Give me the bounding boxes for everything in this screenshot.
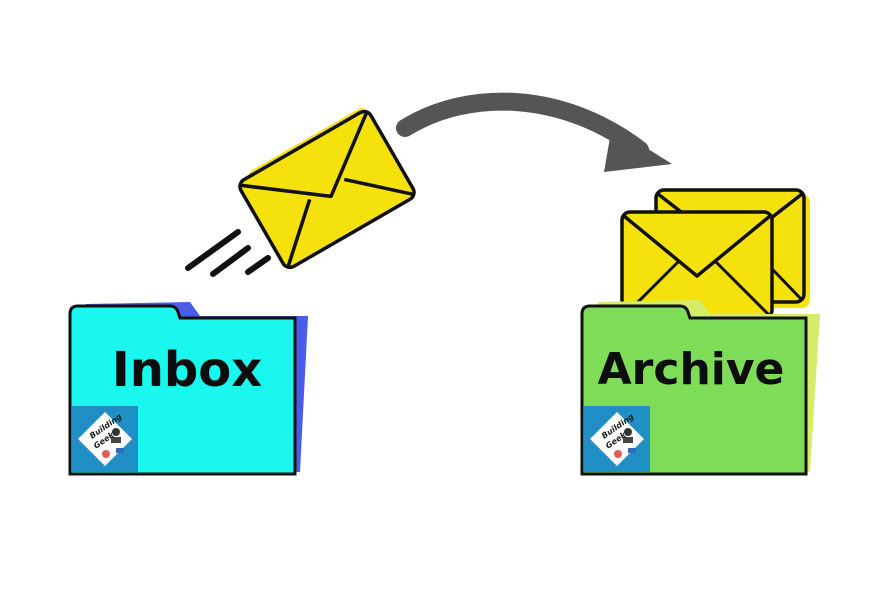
move-arrow-icon: [396, 92, 672, 172]
folder-label: Inbox: [112, 342, 262, 398]
archived-envelopes-icon: [620, 188, 810, 320]
motion-line: [185, 229, 241, 271]
motion-line: [245, 255, 271, 275]
folder-label: Archive: [598, 344, 785, 395]
motion-line: [210, 245, 251, 277]
badge-logo: Building Geek: [72, 406, 138, 472]
envelope-flap: [240, 111, 369, 199]
motion-lines: [185, 229, 271, 277]
envelope-body: [238, 109, 416, 270]
inbox-folder[interactable]: Inbox Building Geek: [68, 302, 308, 476]
archive-folder[interactable]: Archive Building Geek: [580, 300, 820, 476]
flying-envelope-icon: [238, 108, 416, 270]
badge-logo: Building Geek: [584, 406, 650, 472]
